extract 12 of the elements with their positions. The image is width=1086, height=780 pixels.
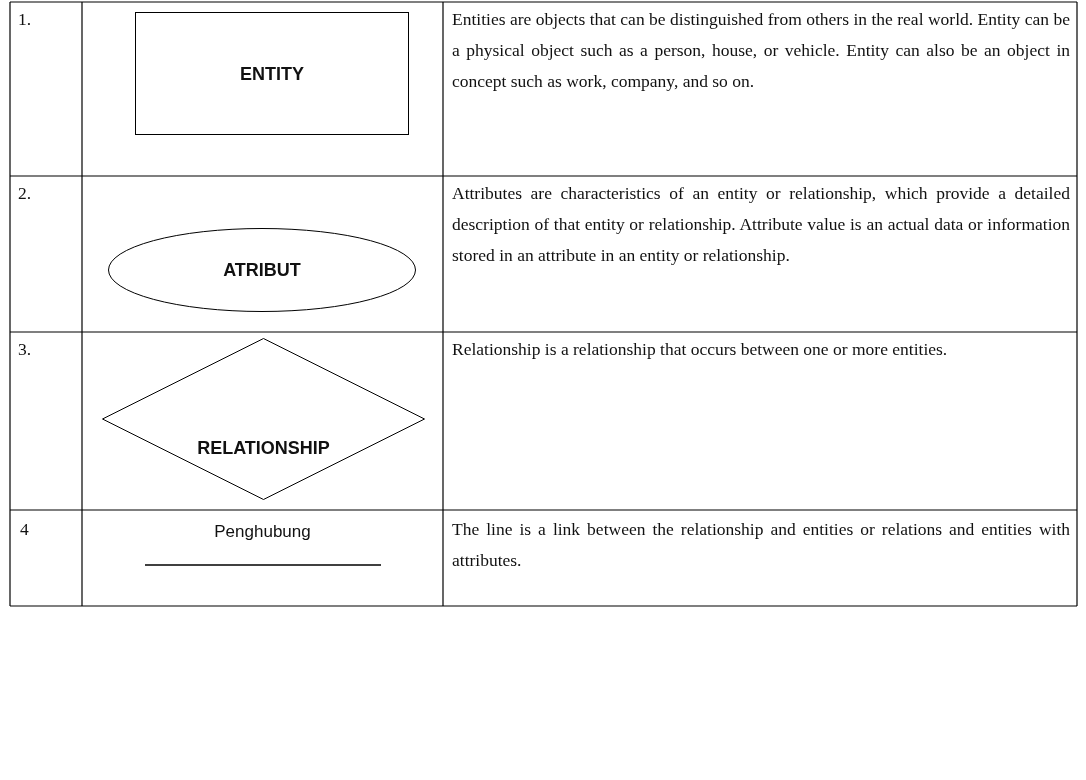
description-text: Entities are objects that can be distinguished from others in the real world. Entity can be a physical object such as a person, house, or vehicle. Entity can also be an object in concept such as work, company, and so on.	[452, 8, 1070, 93]
description-text: Attributes are characteristics of an entity or relationship, which provide a detailed description of that entity or relationship. Attribute value is an actual data or information stored in an attribute in an entity or relationship.	[452, 182, 1070, 267]
connector-label: Penghubung	[213, 521, 312, 543]
description-text: Relationship is a relationship that occurs between one or more entities.	[452, 338, 949, 361]
row-number: 4	[20, 518, 30, 541]
shape-label: ATRIBUT	[222, 259, 302, 282]
description-text: The line is a link between the relationship and entities or relations and entities with attributes.	[452, 518, 1070, 572]
shape-label: ENTITY	[239, 62, 305, 86]
row-number: 2.	[18, 182, 33, 205]
row-number: 1.	[18, 8, 33, 31]
shape-label: RELATIONSHIP	[196, 437, 331, 461]
row-number: 3.	[18, 338, 33, 361]
